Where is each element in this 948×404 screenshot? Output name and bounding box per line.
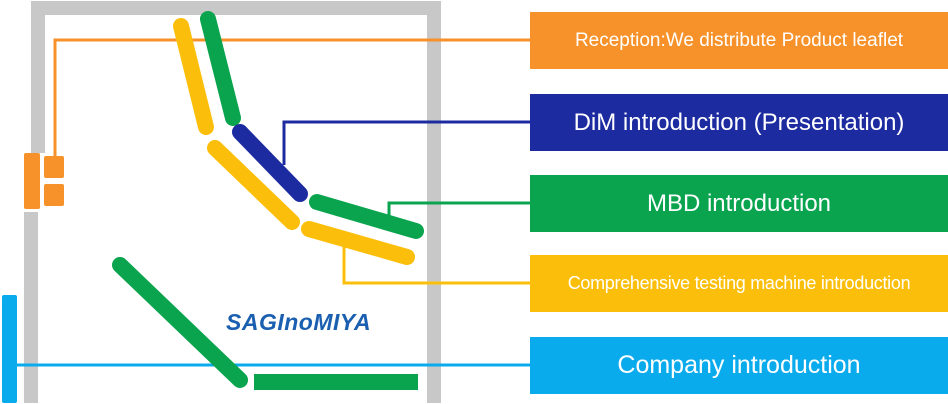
table-mbd (309, 194, 424, 239)
label-company-introduction: Company introduction (530, 337, 948, 394)
wall-top (31, 1, 441, 15)
wall-left-lower (24, 212, 38, 403)
wall-left-upper (31, 1, 45, 153)
connector-reception (53, 38, 530, 158)
table-leaflet-yellow (173, 18, 214, 135)
company-panel (2, 295, 17, 403)
reception-desk (24, 153, 40, 209)
reception-stand-upper (44, 156, 64, 178)
table-leaflet-green (200, 11, 241, 126)
table-green-diagonal (112, 257, 248, 388)
connector-mbd (387, 201, 530, 216)
table-dim (232, 124, 308, 202)
label-testing-machine: Comprehensive testing machine introducti… (530, 255, 948, 312)
reception-stand-lower (44, 184, 64, 206)
label-mbd-introduction: MBD introduction (530, 175, 948, 232)
reception-counter (24, 153, 64, 209)
booth-walls (24, 1, 441, 403)
connector-lines (15, 38, 530, 367)
label-dim-introduction: DiM introduction (Presentation) (530, 94, 948, 151)
connector-testing (342, 242, 530, 285)
label-reception: Reception:We distribute Product leaflet (530, 12, 948, 69)
table-testing (301, 221, 415, 265)
exhibit-tables (112, 11, 424, 390)
saginomiya-logo: SAGInoMIYA (226, 309, 372, 335)
table-testing-diagonal (207, 140, 300, 230)
connector-dim (282, 120, 530, 165)
